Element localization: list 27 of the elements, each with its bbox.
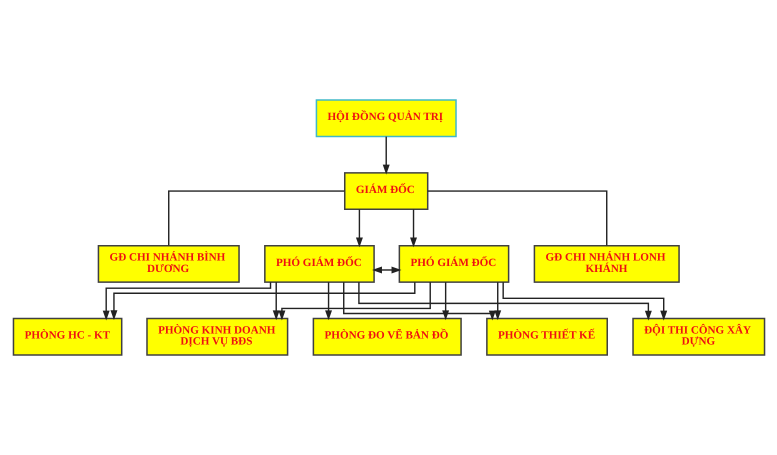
arrow bbox=[342, 282, 496, 321]
arrow bbox=[324, 282, 332, 320]
node-box: PHÒNG THIẾT KẾ bbox=[486, 318, 608, 356]
arrow bbox=[382, 136, 390, 175]
arrow bbox=[372, 266, 401, 274]
node-box: HỘI ĐỒNG QUẢN TRỊ bbox=[315, 99, 456, 138]
node-box: PHÓ GIÁM ĐỐC bbox=[264, 244, 374, 283]
connector bbox=[168, 190, 344, 246]
node-box: PHÓ GIÁM ĐỐC bbox=[398, 244, 509, 283]
node-box: PHÒNG KINH DOANH DỊCH VỤ BĐS bbox=[146, 318, 288, 356]
arrow bbox=[494, 282, 501, 320]
arrow bbox=[278, 282, 430, 320]
arrow bbox=[502, 282, 667, 321]
node-box: PHÒNG HC - KT bbox=[12, 318, 122, 356]
node-box: GĐ CHI NHÁNH BÌNH DƯƠNG bbox=[97, 244, 240, 283]
arrow bbox=[102, 282, 271, 321]
node-box: GIÁM ĐỐC bbox=[343, 172, 428, 210]
arrow bbox=[410, 209, 416, 248]
node-box: GĐ CHI NHÁNH LONH KHÁNH bbox=[533, 244, 680, 283]
connector bbox=[427, 190, 607, 246]
arrow bbox=[272, 282, 280, 320]
arrow bbox=[110, 282, 415, 320]
arrow bbox=[355, 209, 362, 248]
arrow bbox=[442, 282, 449, 320]
node-box: ĐỘI THI CÔNG XÂY DỰNG bbox=[632, 318, 765, 356]
node-box: PHÒNG ĐO VẼ BẢN ĐỒ bbox=[312, 318, 462, 356]
arrow bbox=[358, 282, 652, 321]
